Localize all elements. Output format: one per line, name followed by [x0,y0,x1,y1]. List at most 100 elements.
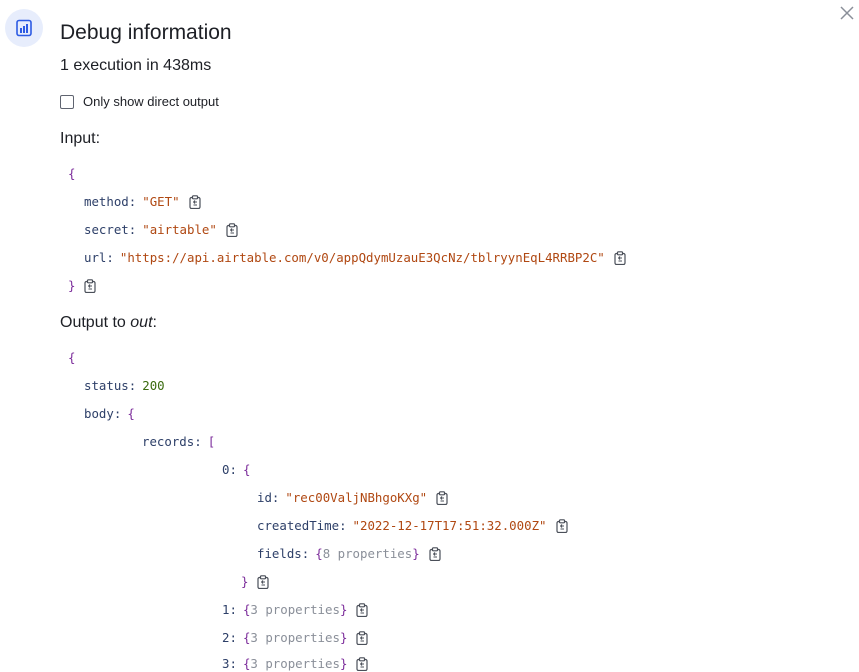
copy-icon [84,279,97,293]
close-button[interactable] [836,2,858,24]
field-value: "airtable" [142,222,217,237]
field-value: "rec00ValjNBhgoKXg" [285,490,428,505]
record-2[interactable]: 2: {3 properties} [222,630,369,646]
page-title: Debug information [60,21,232,44]
copy-button[interactable] [225,223,239,237]
record-index: 1 [222,602,230,617]
output-field-records: records: [ [142,434,215,450]
colon: : [229,462,237,477]
copy-button[interactable] [435,491,449,505]
collapsed-summary: 3 properties [250,602,340,617]
field-key: secret [84,222,129,237]
close-icon [840,6,854,20]
copy-icon [356,603,369,617]
chart-icon [16,19,32,37]
brace: } [412,546,420,561]
record-0-created-time: createdTime: "2022-12-17T17:51:32.000Z" [257,518,569,534]
field-key: url [84,250,107,265]
copy-icon [188,195,201,209]
colon: : [106,250,114,265]
colon: : [194,434,202,449]
copy-icon [555,519,568,533]
brace: { [242,462,251,477]
output-open-brace: { [68,350,75,366]
brace: } [339,602,348,617]
input-section-label: Input: [60,130,101,147]
brace: { [242,602,251,617]
input-field-secret: secret: "airtable" [84,222,239,238]
output-field-body: body:{ [84,406,135,422]
output-field-status: status:200 [84,378,165,394]
record-3[interactable]: 3: {3 properties} [222,656,369,672]
colon: : [271,490,280,505]
output-label-target: out [130,314,153,331]
copy-icon [614,251,626,265]
copy-button[interactable] [613,251,627,265]
direct-output-label: Only show direct output [83,94,219,109]
field-key: status [84,378,129,393]
colon: : [229,656,237,671]
copy-button[interactable] [83,279,97,293]
field-key: records [142,434,195,449]
output-section-label: Output to out: [60,313,157,333]
field-key: createdTime [257,518,340,533]
copy-button[interactable] [428,547,442,561]
output-label-suffix: : [152,314,157,331]
field-value: 200 [142,378,165,393]
colon: : [128,378,137,393]
brace: { [242,656,251,671]
input-close-brace: } [68,278,97,294]
copy-button[interactable] [355,631,369,645]
record-index: 0 [222,462,230,477]
brace: { [242,630,251,645]
copy-button[interactable] [188,195,202,209]
collapsed-summary: 3 properties [250,630,340,645]
direct-output-checkbox[interactable] [60,94,74,109]
collapsed-summary: 3 properties [250,656,340,671]
field-value: "2022-12-17T17:51:32.000Z" [352,518,547,533]
copy-icon [257,575,270,589]
copy-button[interactable] [355,603,369,617]
record-0-id: id: "rec00ValjNBhgoKXg" [257,490,449,506]
execution-summary: 1 execution in 438ms [60,57,212,74]
copy-button[interactable] [355,657,369,671]
copy-icon [356,631,369,645]
input-open-brace: { [68,166,75,182]
copy-icon [356,657,369,671]
colon: : [339,518,347,533]
brace: } [339,630,348,645]
copy-icon [429,547,441,561]
record-index: 3 [222,656,230,671]
brace: } [68,278,76,293]
colon: : [301,546,310,561]
colon: : [229,630,237,645]
colon: : [128,222,137,237]
record-0-fields[interactable]: fields: {8 properties} [257,546,442,562]
field-value: "https://api.airtable.com/v0/appQdymUzau… [119,250,605,265]
field-key: fields [257,546,302,561]
field-value: "GET" [142,194,180,209]
record-0-close: } [241,574,270,590]
brace: { [127,406,135,421]
brace: { [315,546,323,561]
brace: } [241,574,249,589]
copy-button[interactable] [555,519,569,533]
copy-icon [436,491,448,505]
bracket: [ [207,434,216,449]
app-icon [5,9,43,47]
record-1[interactable]: 1: {3 properties} [222,602,369,618]
input-field-method: method:"GET" [84,194,202,210]
brace: { [68,166,76,181]
input-field-url: url: "https://api.airtable.com/v0/appQdym… [84,250,627,266]
collapsed-summary: 8 properties [322,546,413,561]
record-0-header[interactable]: 0: { [222,462,250,478]
brace: { [68,350,76,365]
copy-button[interactable] [256,575,270,589]
colon: : [113,406,122,421]
colon: : [128,194,137,209]
colon: : [229,602,237,617]
direct-output-toggle[interactable]: Only show direct output [60,94,219,109]
field-key: id [257,490,272,505]
record-index: 2 [222,630,230,645]
brace: } [339,656,348,671]
